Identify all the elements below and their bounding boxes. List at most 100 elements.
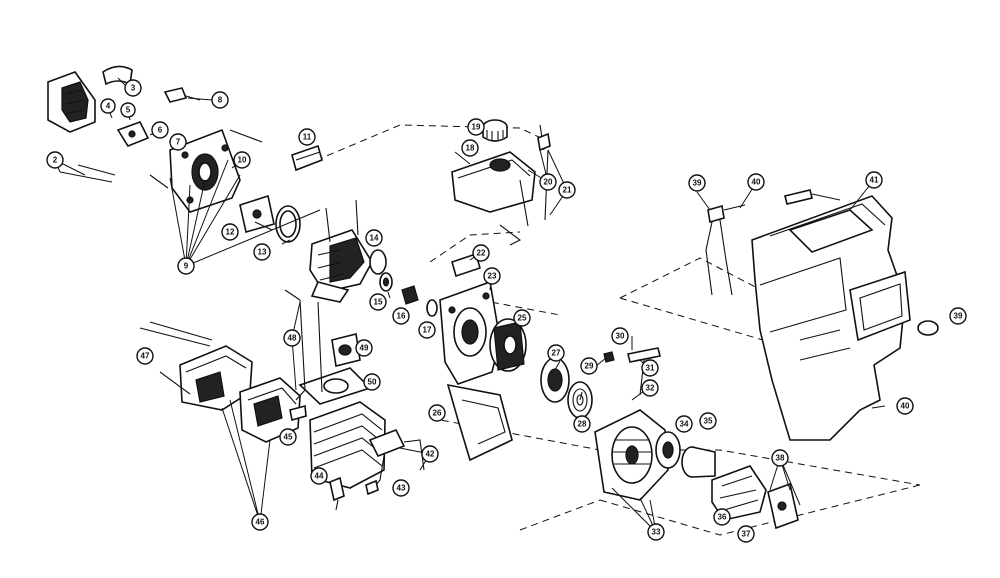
- svg-text:27: 27: [552, 349, 561, 358]
- bolt-set: [59, 164, 169, 189]
- svg-text:39: 39: [693, 179, 702, 188]
- callout-20: 20: [539, 173, 557, 191]
- clamp-11: [291, 144, 323, 172]
- callout-22: 22: [472, 244, 490, 262]
- callout-29: 29: [580, 357, 598, 375]
- callout-45: 45: [279, 428, 297, 446]
- callout-17: 17: [418, 321, 436, 339]
- seal-17: [426, 299, 438, 317]
- callout-8: 8: [211, 91, 229, 109]
- rear-housing: [47, 71, 96, 133]
- callout-33: 33: [647, 523, 665, 541]
- svg-text:21: 21: [563, 186, 572, 195]
- callout-3: 3: [124, 79, 142, 97]
- gasket-13: [275, 205, 301, 243]
- callout-46: 46: [251, 513, 269, 531]
- ignition-switch: [705, 189, 841, 296]
- svg-text:26: 26: [433, 409, 442, 418]
- callout-39-left: 39: [688, 174, 706, 192]
- callout-9: 9: [177, 257, 195, 275]
- connecting-rod-48: [284, 289, 323, 401]
- starter-pulley: [540, 357, 570, 403]
- svg-text:44: 44: [315, 472, 324, 481]
- svg-text:12: 12: [226, 228, 235, 237]
- svg-text:14: 14: [370, 234, 379, 243]
- callout-44: 44: [310, 467, 328, 485]
- svg-text:2: 2: [53, 156, 58, 165]
- callout-25: 25: [513, 309, 531, 327]
- gasket-12: [239, 194, 275, 234]
- callout-39-right: 39: [949, 307, 967, 325]
- svg-text:39: 39: [954, 312, 963, 321]
- callout-12: 12: [221, 223, 239, 241]
- spark-plug-44: [329, 476, 345, 511]
- callout-19: 19: [467, 118, 485, 136]
- svg-text:37: 37: [742, 530, 751, 539]
- svg-text:28: 28: [578, 420, 587, 429]
- svg-text:7: 7: [176, 138, 181, 147]
- svg-text:47: 47: [141, 352, 150, 361]
- svg-text:10: 10: [238, 156, 247, 165]
- svg-text:19: 19: [472, 123, 481, 132]
- seal-15: [379, 272, 393, 292]
- callout-21: 21: [558, 181, 576, 199]
- seal-16: [401, 285, 419, 305]
- svg-text:8: 8: [218, 96, 223, 105]
- svg-text:9: 9: [184, 262, 189, 271]
- ignition-coil-42: [365, 428, 425, 496]
- pawl-29: [603, 351, 615, 363]
- muffler-cover: [239, 377, 301, 443]
- mounting-bracket-38: [767, 482, 799, 530]
- svg-text:4: 4: [106, 102, 111, 111]
- svg-text:42: 42: [426, 450, 435, 459]
- callout-13: 13: [253, 243, 271, 261]
- svg-text:43: 43: [397, 484, 406, 493]
- callout-43: 43: [392, 479, 410, 497]
- bracket-26: [446, 383, 513, 462]
- callout-42: 42: [421, 445, 439, 463]
- callout-38: 38: [771, 449, 789, 467]
- svg-text:46: 46: [256, 518, 265, 527]
- svg-text:32: 32: [646, 384, 655, 393]
- starter-housing: [594, 409, 669, 501]
- callout-34: 34: [675, 415, 693, 433]
- callout-50: 50: [363, 373, 381, 391]
- engine-shroud: [751, 195, 911, 441]
- svg-text:35: 35: [704, 417, 713, 426]
- callout-28: 28: [573, 415, 591, 433]
- svg-text:48: 48: [288, 334, 297, 343]
- callout-27: 27: [547, 344, 565, 362]
- svg-text:23: 23: [488, 272, 497, 281]
- callout-37: 37: [737, 525, 755, 543]
- callout-10: 10: [233, 151, 251, 169]
- svg-text:25: 25: [518, 314, 527, 323]
- svg-text:31: 31: [646, 364, 655, 373]
- callout-11: 11: [298, 128, 316, 146]
- fan-wheel: [489, 318, 527, 372]
- svg-text:41: 41: [870, 176, 879, 185]
- svg-text:15: 15: [374, 298, 383, 307]
- svg-text:29: 29: [585, 362, 594, 371]
- callout-15: 15: [369, 293, 387, 311]
- callout-36: 36: [713, 508, 731, 526]
- svg-text:17: 17: [423, 326, 432, 335]
- fuel-tank: [451, 151, 536, 213]
- callout-41: 41: [865, 171, 883, 189]
- svg-text:5: 5: [126, 106, 131, 115]
- gear-case: [711, 465, 767, 521]
- callout-7: 7: [169, 133, 187, 151]
- callout-31: 31: [641, 359, 659, 377]
- callout-4: 4: [100, 98, 116, 114]
- fuel-cap: [482, 119, 508, 142]
- callout-26: 26: [428, 404, 446, 422]
- svg-text:20: 20: [544, 178, 553, 187]
- svg-text:50: 50: [368, 378, 377, 387]
- crankcase: [309, 199, 387, 303]
- piston: [331, 333, 361, 367]
- grommet-39: [917, 320, 939, 336]
- svg-text:13: 13: [258, 248, 267, 257]
- callout-16: 16: [392, 307, 410, 325]
- callout-23: 23: [483, 267, 501, 285]
- svg-text:49: 49: [360, 344, 369, 353]
